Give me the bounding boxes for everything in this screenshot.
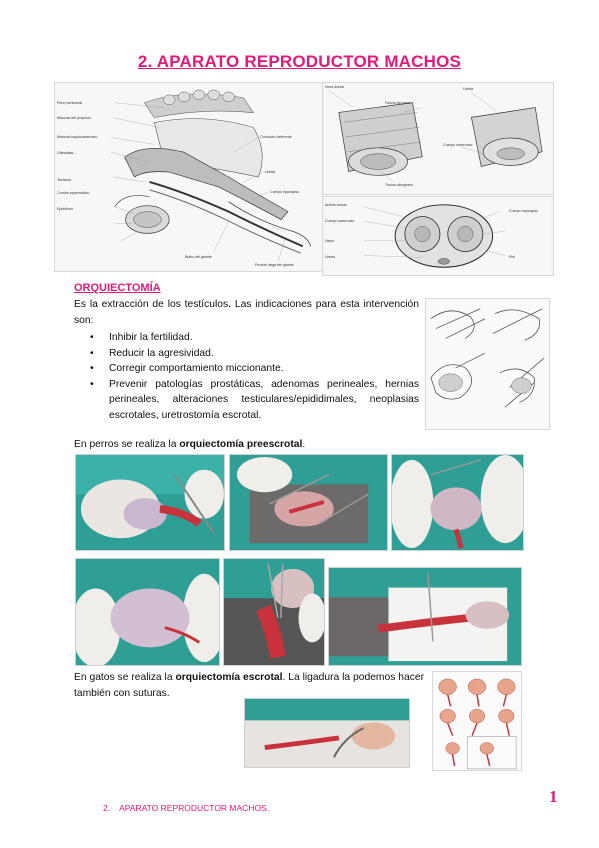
footer-text: 2. APARATO REPRODUCTOR MACHOS. xyxy=(103,803,270,813)
cat-surgery-photo xyxy=(244,698,410,768)
anatomy-diagram-penis-sections: Vena dorsal Fascia del pene Túnica albug… xyxy=(322,82,554,195)
anatomy-label: Cuerpo esponjoso xyxy=(270,190,300,194)
anatomy-diagram-sagittal: Pene peritoneal Músculo del prepucio Mús… xyxy=(54,82,324,272)
technique-sketch xyxy=(426,299,549,429)
anatomy-label: Músculo isquiocavernoso xyxy=(57,135,98,139)
anatomy-label: Uretra xyxy=(463,87,473,91)
cross-section-illustration xyxy=(324,83,552,194)
anatomy-label: Uretra xyxy=(265,170,275,174)
surgery-photo xyxy=(328,567,522,666)
orchiectomy-technique-illustration xyxy=(425,298,550,430)
anatomy-label: Cuerpo cavernoso xyxy=(325,219,355,223)
surgery-photo xyxy=(75,454,225,551)
anatomy-label: Pene peritoneal xyxy=(57,101,83,105)
anatomy-label: Fascia del pene xyxy=(385,101,411,105)
dogs-paragraph: En perros se realiza la orquiectomía pre… xyxy=(74,439,306,450)
anatomy-label: Uretra xyxy=(325,255,335,259)
anatomy-label: Glándulas... xyxy=(57,151,77,155)
anatomy-label: Epidídimo xyxy=(57,207,73,211)
list-item: •Corregir comportamiento miccionante. xyxy=(90,363,284,374)
anatomy-label: Septo xyxy=(325,239,335,243)
surgery-photo xyxy=(223,558,325,666)
anatomy-label: Músculo del prepucio xyxy=(57,116,91,120)
transverse-illustration xyxy=(324,197,552,275)
anatomy-label: Cordón espermático xyxy=(57,191,90,195)
anatomy-label: Arteria dorsal xyxy=(325,203,347,207)
surgery-photo xyxy=(391,454,524,551)
list-item: •Prevenir patologías prostáticas, adenom… xyxy=(90,378,419,421)
sagittal-illustration xyxy=(55,83,323,271)
anatomy-label: Túnica albugínea xyxy=(385,183,413,187)
anatomy-label: Porción larga del glande xyxy=(255,263,294,267)
cats-paragraph: En gatos se realiza la orquiectomía escr… xyxy=(74,672,425,699)
anatomy-label: Conducto deferente xyxy=(260,135,292,139)
cat-technique-illustration xyxy=(432,671,522,771)
anatomy-label: Piel xyxy=(509,255,515,259)
anatomy-label: Testículo xyxy=(57,178,72,182)
anatomy-label: Bulbo del glande xyxy=(185,255,212,259)
list-item: •Reducir la agresividad. xyxy=(90,347,214,359)
cat-technique-sketch xyxy=(433,672,521,770)
anatomy-label: Cuerpo esponjoso xyxy=(509,209,539,213)
anatomy-label: Cuerpo cavernoso xyxy=(443,143,473,147)
surgery-photo xyxy=(75,558,220,666)
intro-paragraph: Es la extracción de los testículos. Las … xyxy=(74,299,419,326)
indications-list: •Inhibir la fertilidad. •Reducir la agre… xyxy=(74,330,419,423)
list-item: •Inhibir la fertilidad. xyxy=(90,332,193,343)
section-title: ORQUIECTOMÍA xyxy=(74,282,161,294)
surgery-photo xyxy=(229,454,388,551)
page-number: 1 xyxy=(549,787,558,806)
anatomy-label: Vena dorsal xyxy=(325,85,344,89)
page-title: 2. APARATO REPRODUCTOR MACHOS xyxy=(137,52,462,71)
anatomy-diagram-transverse: Arteria dorsal Cuerpo cavernoso Septo Ur… xyxy=(322,196,554,276)
